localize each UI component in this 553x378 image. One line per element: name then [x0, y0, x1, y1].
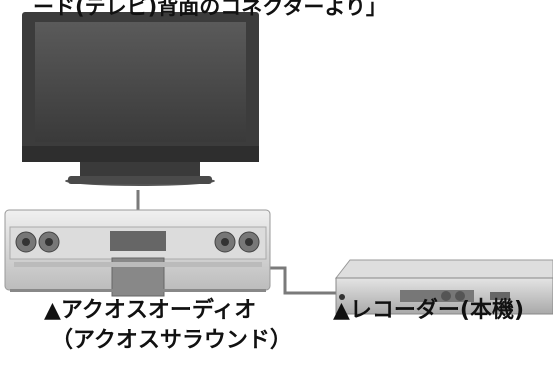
audio-label-line2: （アクオスサラウンド）: [51, 328, 292, 353]
audio-label-line1: ▲アクオスオーディオ: [44, 298, 257, 323]
recorder-icon: [334, 259, 553, 315]
tv-icon: [22, 12, 259, 186]
recorder-label: ▲レコーダー(本機): [333, 298, 525, 323]
audio-to-recorder-cable: [258, 266, 342, 295]
top-caption: ード(テレビ)背面のコネクターより」: [33, 0, 387, 19]
audio-rack-icon: [4, 209, 271, 297]
